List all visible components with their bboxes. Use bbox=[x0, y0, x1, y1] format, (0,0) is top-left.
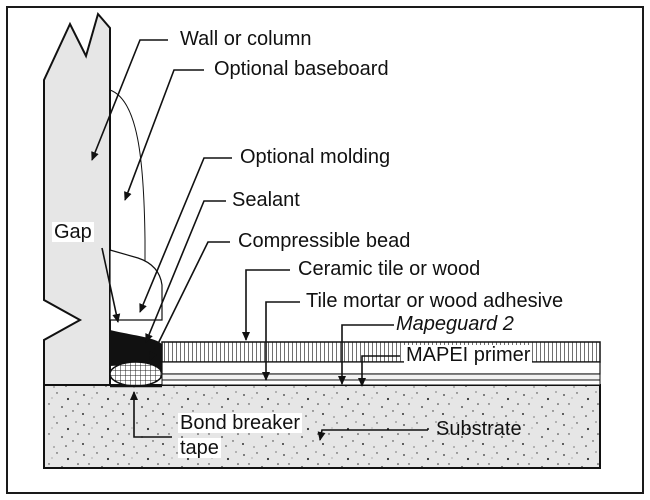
bead-leader bbox=[149, 241, 230, 361]
label-bead: Compressible bead bbox=[236, 230, 413, 252]
tile-layer bbox=[161, 341, 601, 363]
label-mapeguard: Mapeguard 2 bbox=[394, 313, 516, 335]
label-bond-breaker-tape: tape bbox=[178, 437, 221, 459]
label-tile: Ceramic tile or wood bbox=[296, 258, 483, 280]
sealant-leader bbox=[145, 200, 226, 343]
label-gap: Gap bbox=[52, 221, 94, 243]
label-wall: Wall or column bbox=[178, 28, 314, 50]
mortar-layer bbox=[161, 361, 601, 375]
tile-leader bbox=[242, 269, 290, 341]
molding bbox=[109, 249, 163, 321]
substrate-leader bbox=[317, 429, 428, 441]
label-substrate: Substrate bbox=[436, 418, 522, 440]
baseboard bbox=[109, 89, 146, 320]
label-molding: Optional molding bbox=[238, 146, 393, 168]
primer-leader bbox=[358, 355, 400, 387]
baseboard-leader bbox=[124, 69, 204, 201]
label-sealant: Sealant bbox=[230, 189, 302, 211]
gap-leader bbox=[101, 247, 121, 323]
mapeguard-layer bbox=[161, 373, 601, 381]
label-bond-breaker: Bond breaker bbox=[178, 412, 303, 434]
label-baseboard: Optional baseboard bbox=[212, 58, 391, 80]
mapeguard-leader bbox=[338, 324, 394, 385]
bond-leader bbox=[130, 391, 172, 438]
label-mortar: Tile mortar or wood adhesive bbox=[304, 290, 566, 312]
molding-leader bbox=[139, 157, 232, 313]
label-primer: MAPEI primer bbox=[404, 344, 533, 366]
wall-column bbox=[43, 11, 111, 386]
primer-layer bbox=[161, 379, 601, 386]
wall-leader bbox=[91, 39, 168, 161]
compressible-bead bbox=[109, 361, 163, 387]
mortar-leader bbox=[262, 301, 300, 381]
